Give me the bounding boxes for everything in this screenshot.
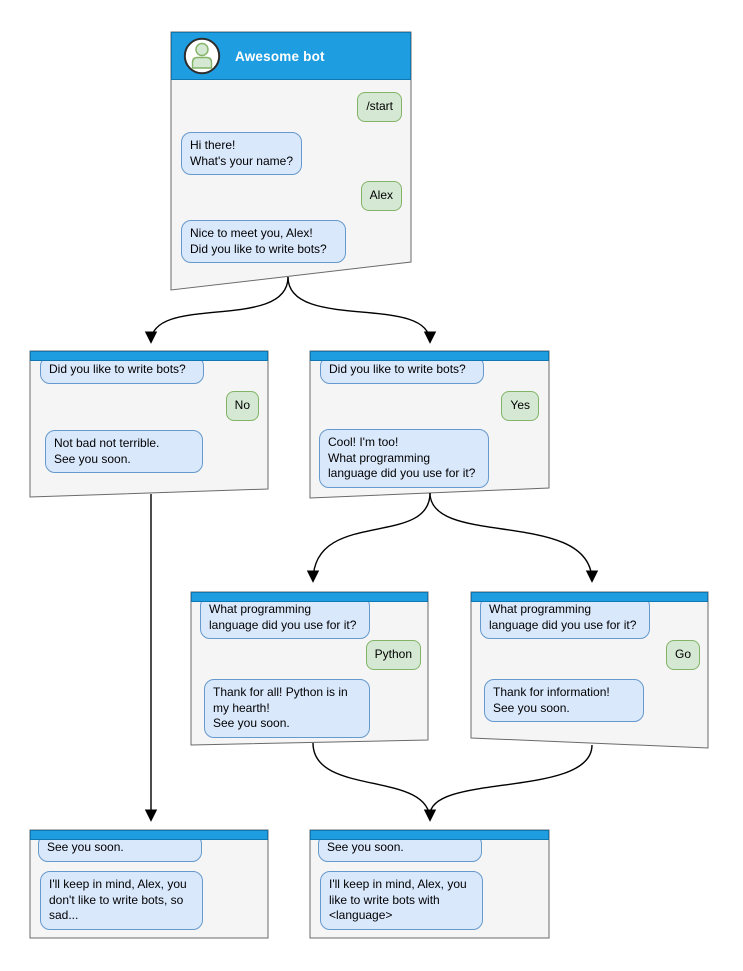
bot-message-bubble: I'll keep in mind, Alex, you like to wri… — [320, 871, 483, 930]
edge-python-to-end — [312, 742, 437, 822]
chat-window-end-yes: See you soon. I'll keep in mind, Alex, y… — [310, 830, 549, 938]
user-message-bubble: Alex — [360, 181, 402, 211]
bot-message-bubble: Thank for information! See you soon. — [484, 679, 644, 723]
window-titlebar — [30, 830, 268, 840]
chat-window-main: Awesome bot /start Hi there! What's your… — [171, 32, 411, 290]
user-message-bubble: /start — [357, 92, 402, 122]
edge-main-to-yes — [287, 276, 437, 344]
window-titlebar — [191, 592, 428, 602]
window-title: Awesome bot — [235, 48, 325, 64]
edge-yes-to-python — [306, 492, 431, 583]
window-titlebar — [30, 351, 268, 361]
user-message-bubble: Yes — [501, 391, 539, 421]
edge-yes-to-go — [429, 492, 599, 583]
main-titlebar: Awesome bot — [171, 32, 411, 80]
window-titlebar — [310, 351, 549, 361]
user-message-bubble: Python — [365, 640, 421, 670]
chat-window-branch-python: What programming language did you use fo… — [191, 592, 428, 745]
bot-message-bubble: What programming language did you use fo… — [200, 596, 370, 640]
bot-message-bubble: Cool! I'm too! What programming language… — [319, 429, 489, 488]
bot-message-bubble: I'll keep in mind, Alex, you don't like … — [40, 871, 203, 930]
user-message-bubble: Go — [665, 640, 700, 670]
bot-message-bubble: Not bad not terrible. See you soon. — [45, 430, 203, 474]
window-titlebar — [310, 830, 549, 840]
window-titlebar — [471, 592, 708, 602]
edge-go-to-end — [429, 744, 593, 816]
chat-window-branch-go: What programming language did you use fo… — [471, 592, 708, 748]
bot-message-bubble: Nice to meet you, Alex! Did you like to … — [181, 220, 346, 264]
bot-message-bubble: Hi there! What's your name? — [181, 132, 302, 176]
chat-window-branch-no: Did you like to write bots? No Not bad n… — [30, 351, 268, 497]
user-message-bubble: No — [225, 391, 259, 421]
bot-message-bubble: Thank for all! Python is in my hearth! S… — [204, 679, 370, 738]
chat-window-end-no: See you soon. I'll keep in mind, Alex, y… — [30, 830, 268, 938]
bot-message-bubble: What programming language did you use fo… — [480, 596, 650, 640]
chat-window-branch-yes: Did you like to write bots? Yes Cool! I'… — [310, 351, 549, 498]
bot-avatar-icon — [183, 37, 221, 75]
edge-main-to-no — [144, 276, 289, 344]
